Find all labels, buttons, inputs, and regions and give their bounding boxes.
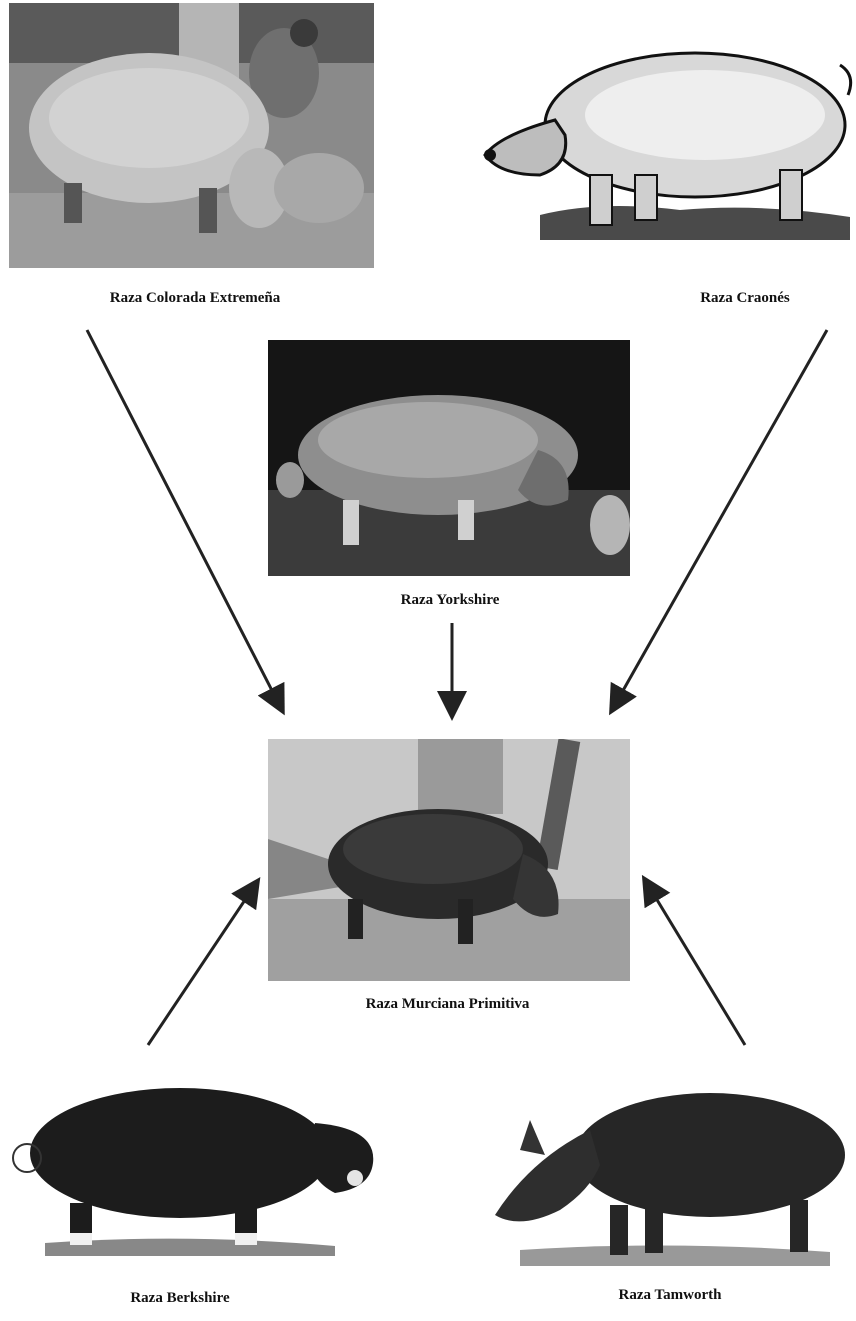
arrow-colorada-to-murciana: [87, 330, 282, 710]
arrow-berkshire-to-murciana: [148, 882, 257, 1045]
arrow-tamworth-to-murciana: [645, 880, 745, 1045]
arrow-craones-to-murciana: [612, 330, 827, 710]
